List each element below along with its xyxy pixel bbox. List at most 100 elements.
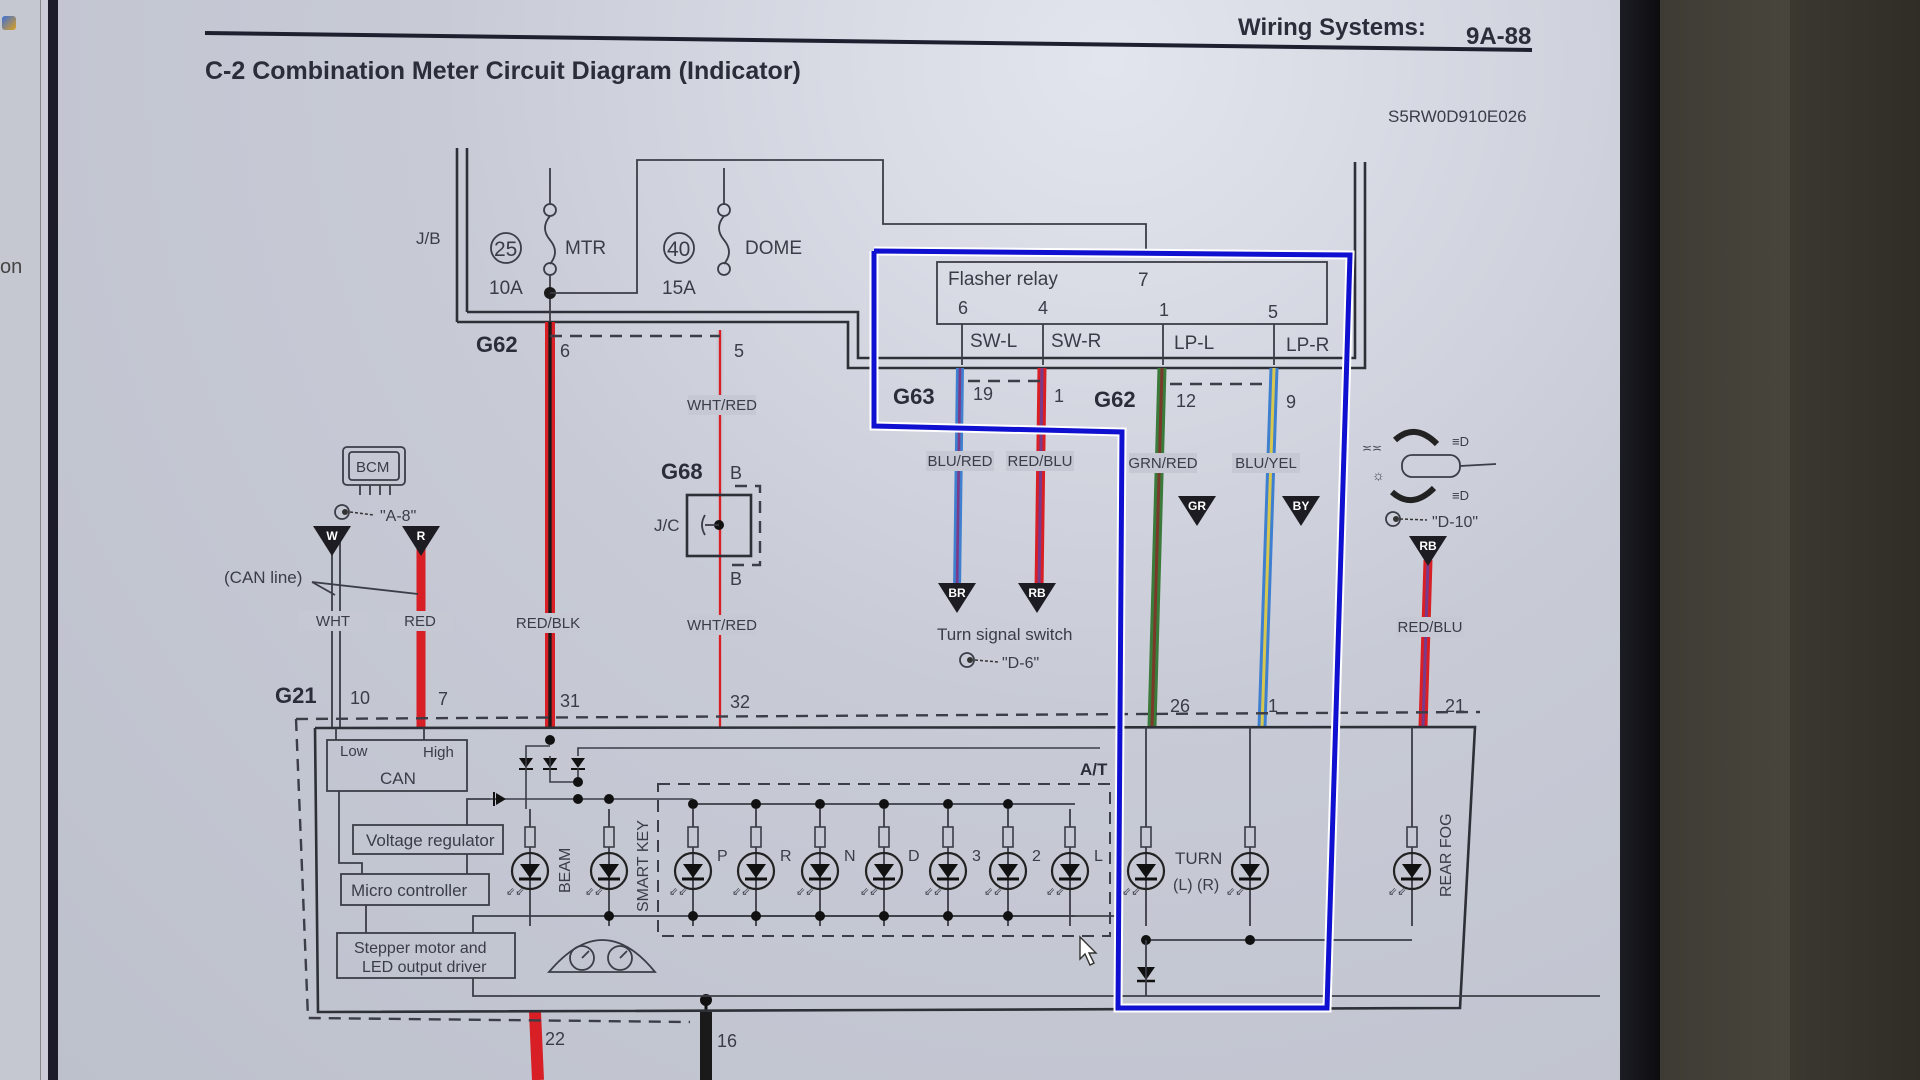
badge-triangle	[1018, 583, 1056, 613]
node-dot	[1003, 911, 1013, 921]
light-rays-icon: ⇙⇙	[669, 886, 687, 898]
led-arrow	[874, 864, 894, 878]
at-label: A/T	[1080, 760, 1108, 779]
turn-lr-label: (L) (R)	[1173, 877, 1219, 894]
led-arrow	[746, 864, 766, 878]
wire-wht	[331, 535, 341, 728]
wire-label-wht: WHT	[316, 613, 350, 630]
rear-fog-label: REAR FOG	[1438, 813, 1455, 897]
diagram-title: C-2 Combination Meter Circuit Diagram (I…	[205, 57, 801, 85]
resistor	[878, 826, 890, 848]
app-icon[interactable]	[2, 16, 16, 30]
jb-label: J/B	[416, 229, 441, 248]
lighting-switch-ref-d10: "D-10"	[1432, 514, 1478, 531]
led-arrow	[599, 864, 619, 878]
led-body	[589, 851, 629, 891]
wire-label-grn-red: GRN/RED	[1128, 455, 1197, 472]
badge-triangle	[1409, 536, 1447, 566]
g68-bottom-b: B	[730, 569, 742, 589]
node-dot	[751, 911, 761, 921]
light-rays-icon: ⇙⇙	[732, 886, 750, 898]
node-dot	[751, 799, 761, 809]
led-body	[988, 851, 1028, 891]
led-gear-L: ⇙⇙L	[1046, 809, 1103, 926]
light-rays-icon: ⇙⇙	[1122, 886, 1140, 898]
lighting-switch-icon: ≍≍ ☼ ≡D ≡D	[1362, 429, 1497, 527]
fuse-rating-10a: 10A	[489, 278, 523, 299]
wire-blu-red	[953, 367, 964, 591]
bcm-label: BCM	[356, 459, 389, 476]
flasher-pin-5: 5	[1268, 302, 1278, 322]
fuse-name-mtr: MTR	[565, 238, 606, 259]
badge-text: GR	[1188, 499, 1206, 513]
led-body	[736, 851, 776, 891]
node-dot	[943, 799, 953, 809]
flasher-relay-label: Flasher relay	[948, 269, 1058, 290]
led-label: 3	[972, 848, 981, 865]
badge-text: BR	[948, 586, 966, 600]
header-rule	[204, 31, 1533, 52]
can-high: High	[423, 744, 454, 761]
wire-red-22	[529, 1011, 544, 1080]
led-body	[510, 851, 550, 891]
left-app-panel: on	[0, 0, 41, 1080]
wire-label-bg	[688, 615, 756, 635]
g68-label: G68	[661, 459, 703, 484]
wire-label-red-blk: RED/BLK	[516, 615, 580, 632]
wire-label-bg	[1232, 453, 1300, 473]
connector-g62-right: G62	[1094, 387, 1136, 412]
combination-meter: Low High CAN Voltage regulator Micro con…	[313, 725, 1600, 1014]
light-rays-icon: ⇙⇙	[1226, 886, 1244, 898]
stepper-line1: Stepper motor and	[354, 940, 487, 957]
flasher-pin-7: 7	[1138, 270, 1149, 291]
reference-eye-icon	[959, 652, 999, 668]
node-dot	[545, 735, 555, 745]
resistor	[603, 826, 615, 848]
fuse-number-25: 25	[494, 238, 517, 261]
manual-page: Wiring Systems: 9A-88 C-2 Combination Me…	[58, 0, 1620, 1080]
node-dot	[879, 911, 889, 921]
turn-signal-switch-label: Turn signal switch	[937, 625, 1072, 644]
wire-label-bg	[926, 451, 994, 471]
badge-text: BY	[1293, 499, 1310, 513]
node-dot	[604, 794, 614, 804]
light-rays-icon: ⇙⇙	[796, 886, 814, 898]
node-dot	[688, 799, 698, 809]
g68-jc: J/C	[654, 516, 680, 535]
feed-line	[549, 756, 579, 783]
node-dot	[1245, 935, 1255, 945]
g62-pin-9: 9	[1286, 392, 1296, 412]
led-body	[864, 851, 904, 891]
bcm-ref-a8: "A-8"	[380, 508, 416, 525]
led-arrow	[938, 864, 958, 878]
badge-r: R	[402, 526, 440, 556]
g62-pin-12: 12	[1176, 391, 1196, 411]
node-dot	[815, 911, 825, 921]
node-dot	[943, 911, 953, 921]
led-arrow	[683, 864, 703, 878]
node-dot	[815, 799, 825, 809]
resistor	[524, 826, 536, 848]
light-rays-icon: ⇙⇙	[585, 886, 603, 898]
wire-stripe	[1037, 367, 1044, 591]
badge-triangle	[313, 526, 351, 556]
flasher-sw-r: SW-R	[1051, 331, 1101, 352]
light-rays-icon: ⇙⇙	[860, 886, 878, 898]
led-arrow	[1136, 864, 1156, 878]
circuit-diagram: Wiring Systems: 9A-88 C-2 Combination Me…	[204, 14, 1600, 1080]
badge-triangle	[1282, 496, 1320, 526]
connector-g62-left: G62	[476, 332, 518, 357]
wire-label-bg	[514, 613, 582, 633]
badge-triangle	[402, 526, 440, 556]
smart-key-label: SMART KEY	[635, 820, 652, 912]
flasher-pin-4: 4	[1038, 298, 1048, 318]
reference-eye-icon	[334, 504, 375, 520]
highlight-selection[interactable]	[869, 246, 1355, 1013]
led-turn-left: ⇙⇙	[1122, 809, 1166, 926]
resistor	[1406, 826, 1418, 848]
resistor	[750, 826, 762, 848]
flasher-pin-6: 6	[958, 298, 968, 318]
g21-pin-10: 10	[350, 688, 370, 708]
g21-pin-26: 26	[1170, 696, 1190, 716]
